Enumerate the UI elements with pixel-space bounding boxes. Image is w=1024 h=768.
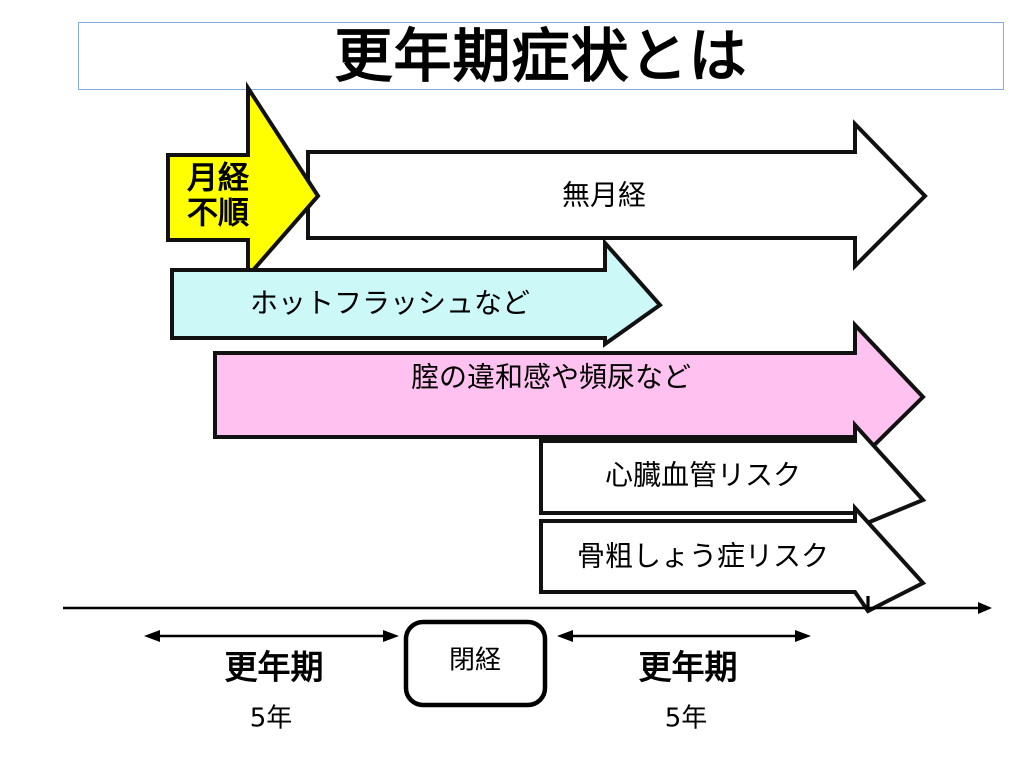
label-phase-before-name: 更年期 xyxy=(224,647,324,687)
dim-arrowhead-after-right xyxy=(795,630,811,642)
label-menstrual-irregularity: 月経 不順 xyxy=(187,161,249,230)
label-menstrual-irregularity-line2: 不順 xyxy=(187,195,249,231)
arrow-cardiovascular-risk xyxy=(539,419,927,531)
label-hot-flashes: ホットフラッシュなど xyxy=(249,286,531,320)
label-phase-after-duration: 5年 xyxy=(664,703,708,734)
time-axis-arrowhead xyxy=(978,602,992,614)
label-amenorrhea: 無月経 xyxy=(561,178,647,212)
menopause-box xyxy=(403,619,548,708)
label-menstrual-irregularity-line1: 月経 xyxy=(187,160,249,197)
title-box: 更年期症状とは xyxy=(78,22,1004,90)
arrow-menstrual-irregularity xyxy=(166,81,321,282)
arrow-osteoporosis-risk xyxy=(539,502,927,614)
dim-arrowhead-before-right xyxy=(383,630,399,642)
label-phase-before-duration: 5年 xyxy=(249,703,293,734)
dim-arrowhead-before-left xyxy=(144,630,160,642)
label-cardiovascular-risk: 心臓血管リスク xyxy=(604,458,802,492)
dim-arrowhead-after-left xyxy=(557,630,573,642)
label-vaginal-urinary: 腟の違和感や頻尿など xyxy=(410,360,692,394)
label-menopause-box: 閉経 xyxy=(448,645,502,676)
arrow-amenorrhea xyxy=(306,119,928,271)
page-title: 更年期症状とは xyxy=(334,22,748,90)
arrow-vaginal-urinary xyxy=(213,319,926,469)
arrow-hot-flashes xyxy=(170,237,663,348)
label-osteoporosis-risk: 骨粗しょう症リスク xyxy=(576,539,830,573)
label-phase-after-name: 更年期 xyxy=(638,647,738,687)
